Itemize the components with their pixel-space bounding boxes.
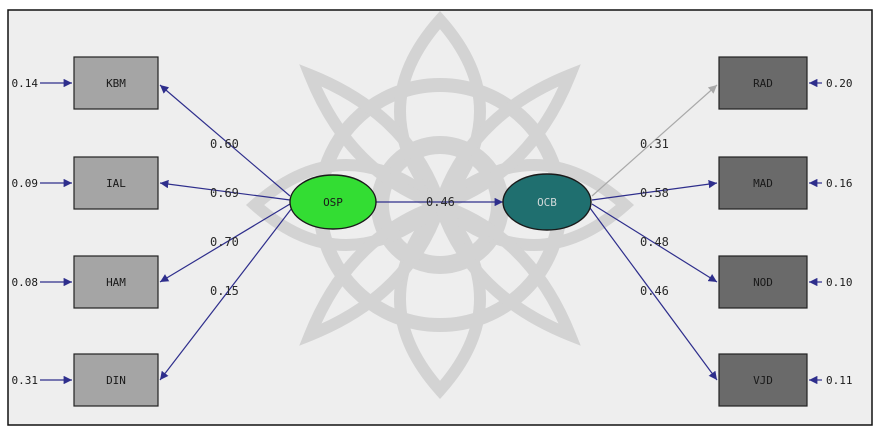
loading-arrow (591, 179, 718, 201)
latent-ocb[interactable]: OCB (502, 173, 592, 231)
indicator-vjd[interactable]: VJD (718, 353, 808, 407)
loading-value: 0.48 (640, 235, 669, 249)
error-value: 0.11 (826, 374, 853, 387)
indicator-box (73, 156, 159, 210)
indicator-label: IAL (106, 177, 126, 190)
loading-value: 0.70 (210, 235, 239, 249)
indicator-label: MAD (753, 177, 773, 190)
osp-loadings: 0.60 0.69 0.70 0.15 (159, 84, 293, 381)
indicator-label: VJD (753, 374, 773, 387)
indicator-ham[interactable]: HAM (73, 255, 159, 309)
indicator-box (718, 255, 808, 309)
indicator-box (73, 353, 159, 407)
path-coefficient: 0.46 (426, 195, 455, 209)
left-error-terms: 0.14 0.09 0.08 0.31 (12, 77, 72, 387)
error-value: 0.09 (12, 177, 39, 190)
loading-value: 0.60 (210, 137, 239, 151)
latent-ellipse (289, 174, 377, 230)
indicator-label: KBM (106, 77, 126, 90)
error-value: 0.16 (826, 177, 853, 190)
indicator-din[interactable]: DIN (73, 353, 159, 407)
error-value: 0.08 (12, 276, 39, 289)
indicator-box (73, 56, 159, 110)
error-value: 0.31 (12, 374, 39, 387)
indicator-label: HAM (106, 276, 126, 289)
loading-arrow (159, 203, 291, 283)
right-indicators: RAD MAD NOD VJD (718, 56, 808, 407)
indicator-ial[interactable]: IAL (73, 156, 159, 210)
latent-label: OSP (323, 196, 343, 209)
right-error-terms: 0.20 0.16 0.10 0.11 (809, 77, 853, 387)
loading-arrow (159, 207, 293, 381)
watermark-ornament (245, 10, 635, 400)
indicator-mad[interactable]: MAD (718, 156, 808, 210)
loading-arrow (589, 207, 718, 381)
loading-value: 0.69 (210, 186, 239, 200)
latent-osp[interactable]: OSP (289, 174, 377, 230)
indicator-kbm[interactable]: KBM (73, 56, 159, 110)
loading-arrow-faint (591, 84, 718, 197)
error-value: 0.14 (12, 77, 39, 90)
left-indicators: KBM IAL HAM DIN (73, 56, 159, 407)
error-value: 0.20 (826, 77, 853, 90)
indicator-box (718, 56, 808, 110)
indicator-label: RAD (753, 77, 773, 90)
loading-value: 0.46 (640, 284, 669, 298)
indicator-label: DIN (106, 374, 126, 387)
loading-arrow (591, 203, 718, 283)
indicator-label: NOD (753, 276, 773, 289)
indicator-rad[interactable]: RAD (718, 56, 808, 110)
indicator-box (718, 156, 808, 210)
ocb-loadings: 0.31 0.58 0.48 0.46 (589, 84, 718, 381)
error-value: 0.10 (826, 276, 853, 289)
indicator-nod[interactable]: NOD (718, 255, 808, 309)
loading-value: 0.15 (210, 284, 239, 298)
indicator-box (718, 353, 808, 407)
indicator-box (73, 255, 159, 309)
latent-ellipse (502, 173, 592, 231)
loading-value: 0.58 (640, 186, 669, 200)
loading-arrow (159, 84, 291, 197)
structural-path: 0.46 (376, 195, 503, 209)
loading-arrow (159, 179, 291, 201)
loading-value: 0.31 (640, 137, 669, 151)
latent-label: OCB (537, 196, 557, 209)
